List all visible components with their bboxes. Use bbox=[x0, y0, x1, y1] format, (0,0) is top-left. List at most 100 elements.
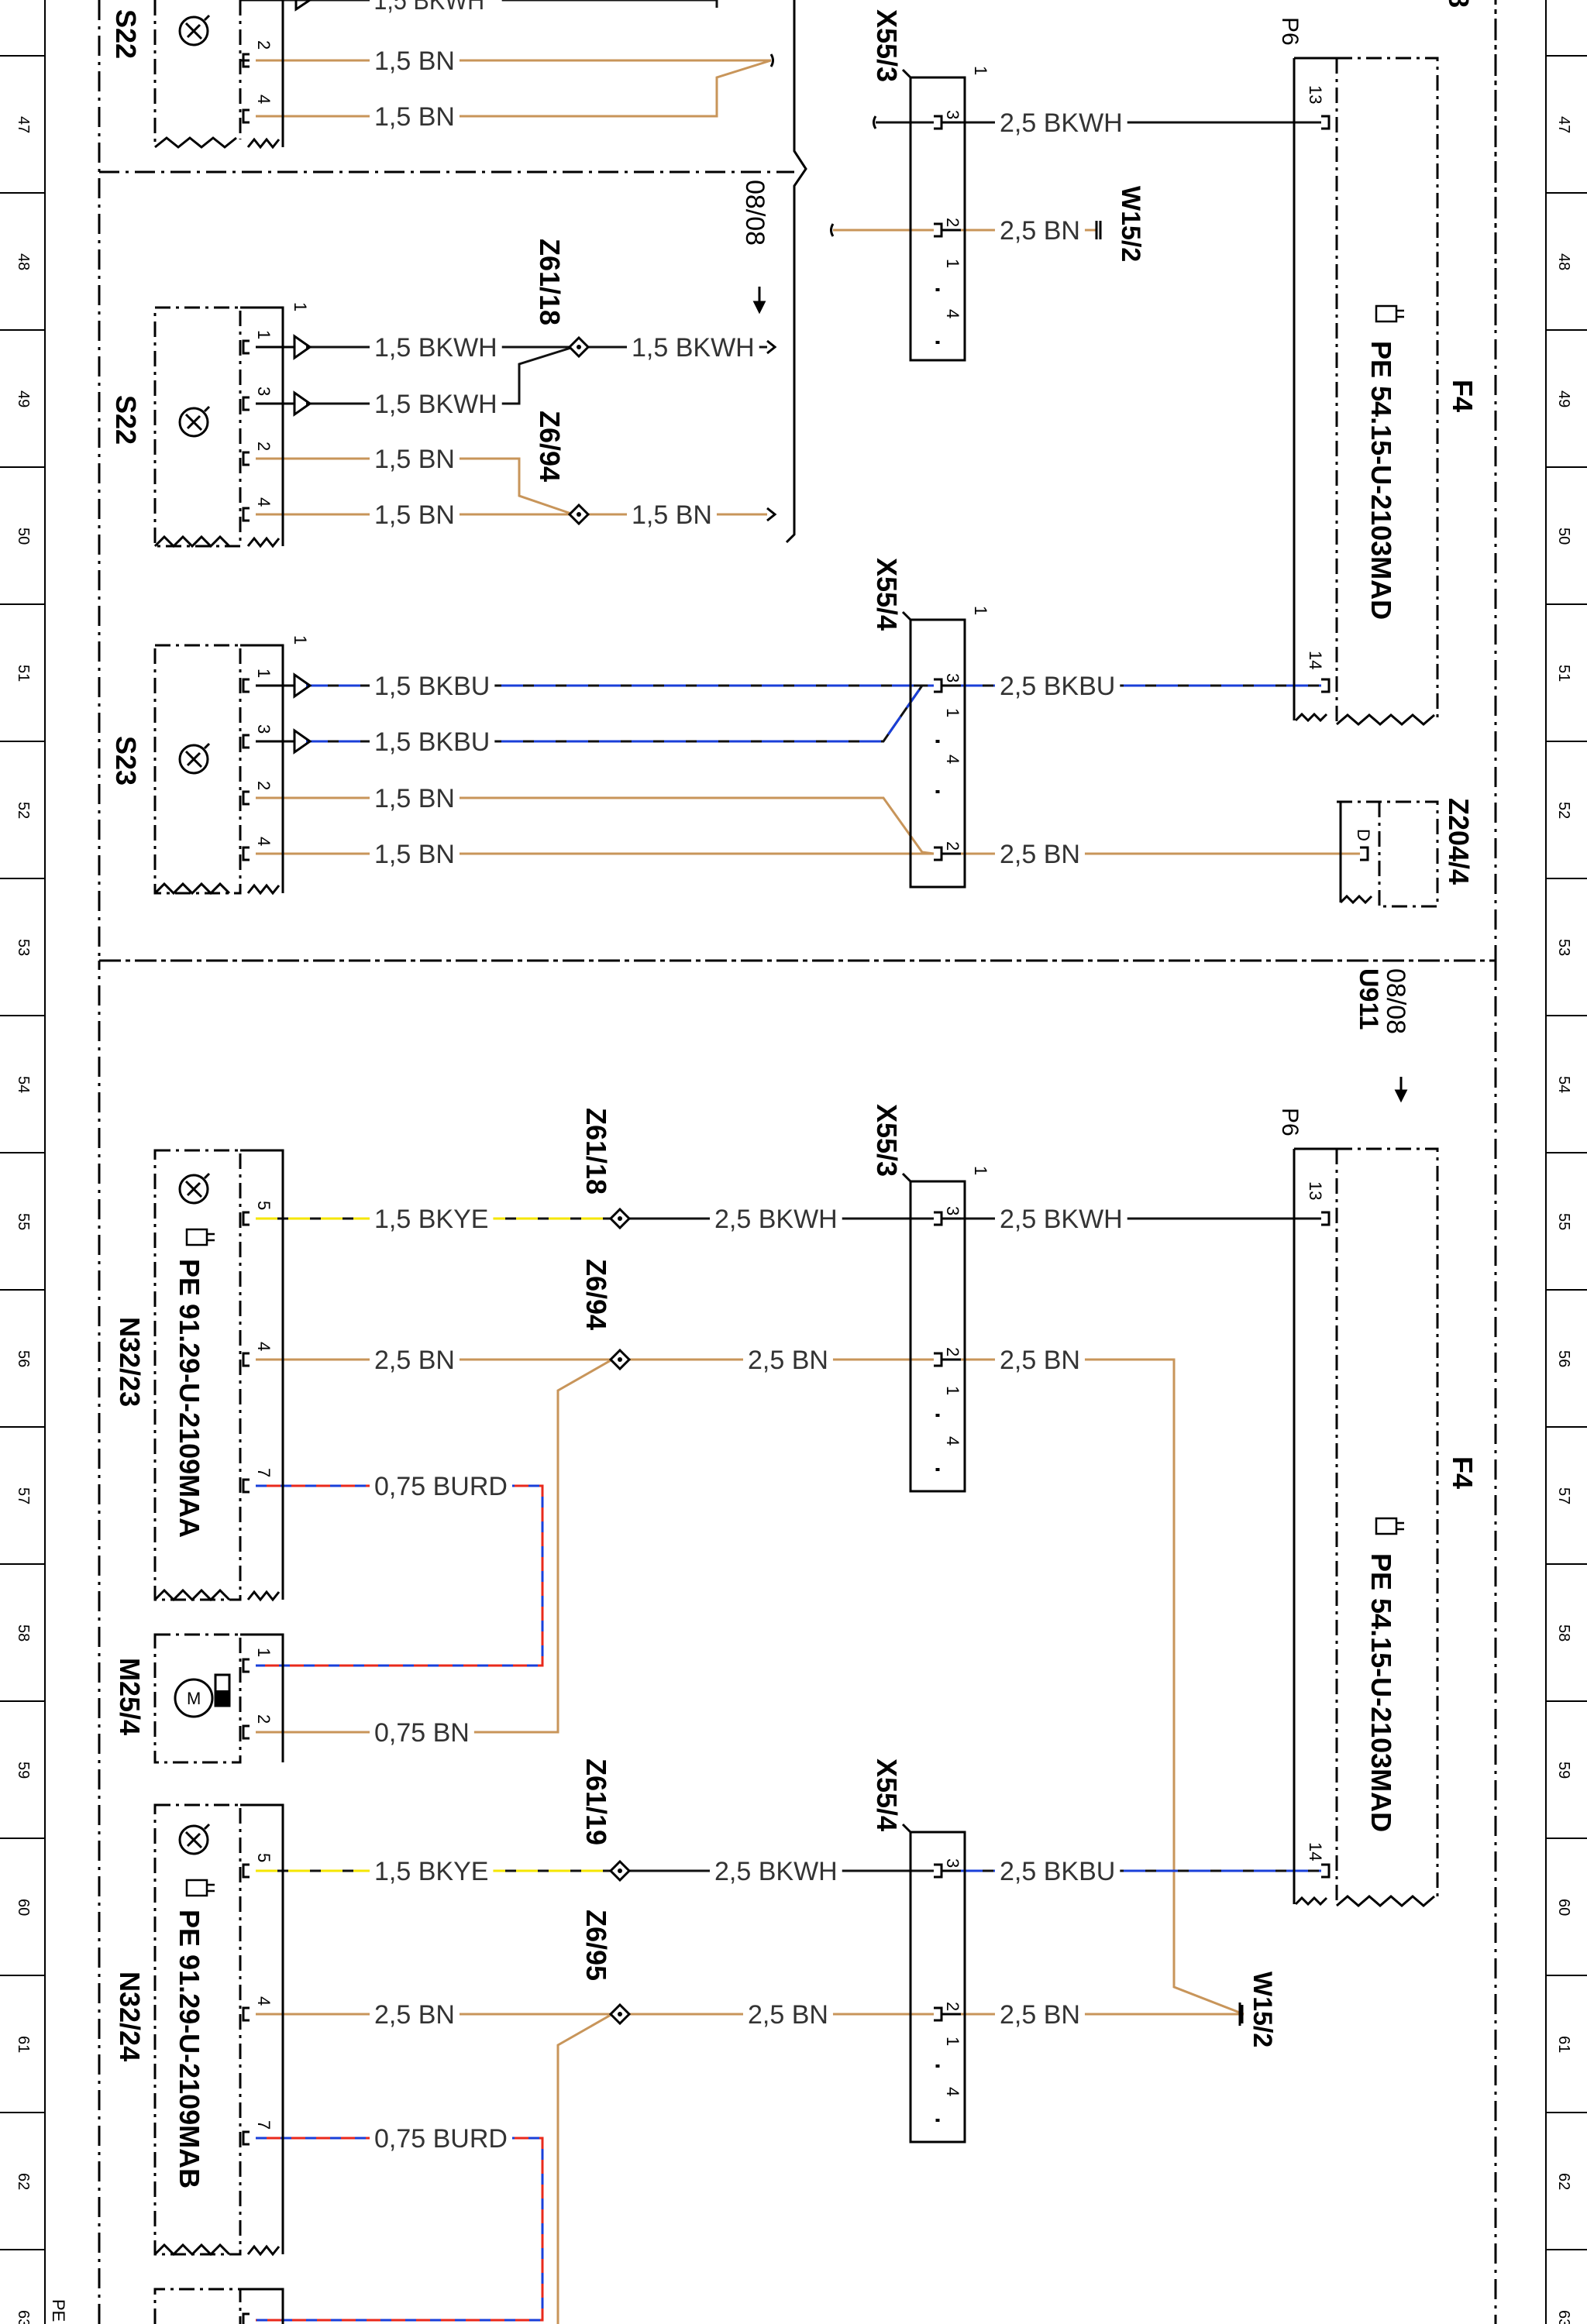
label-s22-top: S22 bbox=[110, 9, 142, 59]
enclosure-frames bbox=[98, 0, 1497, 2324]
wire-n3224-burd-blue bbox=[256, 2137, 544, 2322]
hand-ref-icon bbox=[1375, 1517, 1404, 1535]
ruler-number: 60 bbox=[1555, 1899, 1572, 1916]
label-x55-3-bottom: X55/3 bbox=[871, 1104, 903, 1177]
label-z6-94-bottom: Z6/94 bbox=[580, 1259, 612, 1330]
ruler-number: 63 bbox=[1555, 2310, 1572, 2324]
pin-number: 1 bbox=[971, 606, 990, 615]
label-z6118b-bkwh: 2,5 BKWH bbox=[714, 1205, 838, 1234]
label-08-mid: 08/08 bbox=[740, 180, 769, 246]
label-s22: S22 bbox=[110, 395, 142, 445]
label-z204-4: Z204/4 bbox=[1443, 798, 1475, 885]
wire-s22a-bkwh bbox=[256, 0, 718, 8]
pin-markers bbox=[240, 53, 250, 2324]
label-f4-bottom: F4 bbox=[1447, 1456, 1479, 1489]
label-x553t-bn: 2,5 BN bbox=[1000, 216, 1080, 246]
pin-number: 1 bbox=[943, 259, 962, 268]
label-x554b-bkbu: 2,5 BKBU bbox=[1000, 1857, 1115, 1886]
label-n3224-burd: 0,75 BURD bbox=[374, 2124, 508, 2154]
pin-number: 4 bbox=[254, 497, 274, 507]
pin-number: 1 bbox=[291, 302, 310, 311]
hand-ref-icon bbox=[185, 1879, 215, 1897]
label-u911: U911 bbox=[1354, 968, 1383, 1030]
label-knockouts bbox=[370, 0, 1127, 2152]
ruler-number: 51 bbox=[1555, 665, 1572, 682]
pin-number: 5 bbox=[254, 1853, 274, 1862]
ruler-number: 47 bbox=[15, 116, 32, 133]
ruler-number: 53 bbox=[15, 939, 32, 956]
label-s22b-out-bn: 1,5 BN bbox=[632, 500, 712, 530]
label-f4-bottom-ref: PE 54.15-U-2103MAD bbox=[1365, 1553, 1397, 1832]
ruler-number: 49 bbox=[15, 390, 32, 407]
ruler-number: 53 bbox=[1555, 939, 1572, 956]
wire-n3223-burd-blue bbox=[256, 1484, 544, 1667]
z204-block bbox=[1337, 800, 1439, 908]
pin-number: 13 bbox=[1306, 85, 1325, 104]
ruler-number: 58 bbox=[15, 1624, 32, 1642]
sensor-icon bbox=[178, 405, 211, 438]
label-z694b-bn: 2,5 BN bbox=[748, 1346, 828, 1375]
sensor-icon bbox=[178, 742, 211, 775]
label-x553b-bkwh: 2,5 BKWH bbox=[1000, 1205, 1123, 1234]
ruler-number: 62 bbox=[1555, 2173, 1572, 2190]
ruler-number: 54 bbox=[15, 1076, 32, 1093]
wire-n3224-burd bbox=[256, 2137, 544, 2322]
label-p6-top: P6 bbox=[1277, 17, 1303, 46]
ruler-number: 61 bbox=[15, 2036, 32, 2053]
label-p6-bottom: P6 bbox=[1277, 1108, 1303, 1136]
pin-number: 7 bbox=[254, 1468, 274, 1477]
inline-connectors bbox=[901, 68, 966, 2144]
pin-number: 14 bbox=[1306, 651, 1325, 669]
pin-number: 4 bbox=[943, 755, 962, 764]
component-blocks bbox=[153, 0, 284, 2324]
label-s23-bn2: 1,5 BN bbox=[374, 784, 455, 813]
pin-number: 2 bbox=[254, 781, 274, 790]
ruler-frame bbox=[44, 0, 1547, 2324]
connector-labels: X55/3 X55/4 X55/3 X55/4 W15/2 W15/2 P6 P… bbox=[871, 9, 1303, 2047]
wire-labels: 1,5 BKWH 1,5 BN 1,5 BN 2,5 BKWH 2,5 BN 1… bbox=[374, 0, 1122, 2154]
splice-dots bbox=[577, 345, 622, 2016]
splice-labels: Z61/18 Z6/94 Z61/18 Z6/94 Z61/19 Z6/95 bbox=[534, 239, 612, 1981]
ref-arrows bbox=[752, 287, 1408, 1103]
ruler-number: 47 bbox=[1555, 116, 1572, 133]
ground-terminals bbox=[1099, 221, 1244, 2023]
pin-number: 1 bbox=[254, 1648, 274, 1657]
sheet-ref: PE 5 bbox=[49, 2299, 68, 2324]
label-z61-18-bottom: Z61/18 bbox=[580, 1108, 612, 1195]
pin-number: 2 bbox=[943, 841, 962, 851]
component-labels: S22 S22 S23 N32/23 PE 91.29-U-2109MAA M2… bbox=[110, 0, 1479, 2188]
pin-number: 1 bbox=[971, 66, 990, 75]
pin-number: 3 bbox=[943, 1858, 962, 1868]
pin-number: 5 bbox=[254, 1201, 274, 1210]
pin-number: 4 bbox=[943, 309, 962, 318]
label-f4-top-ref: PE 54.15-U-2103MAD bbox=[1365, 341, 1397, 620]
ruler-number: 56 bbox=[1555, 1350, 1572, 1367]
ruler-number: 55 bbox=[1555, 1213, 1572, 1230]
pin-number: 1 bbox=[291, 635, 310, 645]
pin-number: 2 bbox=[254, 442, 274, 451]
label-n3224-bkye: 1,5 BKYE bbox=[374, 1857, 488, 1886]
label-x554t-bkbu: 2,5 BKBU bbox=[1000, 672, 1115, 701]
ruler-number: 62 bbox=[15, 2173, 32, 2190]
pin-number: 4 bbox=[943, 2087, 962, 2096]
pin-number: 2 bbox=[943, 1347, 962, 1356]
pin-number: 1 bbox=[943, 2037, 962, 2046]
f4-modules bbox=[1293, 57, 1439, 1907]
motor-icon: M bbox=[174, 1673, 231, 1718]
svg-text:M: M bbox=[187, 1689, 201, 1708]
ruler-number: 57 bbox=[15, 1487, 32, 1504]
pin-number: 2 bbox=[254, 40, 274, 50]
wire-n3223-burd bbox=[256, 1484, 544, 1667]
label-8-corner: 8 bbox=[1443, 0, 1475, 8]
wire-s22a-bn4 bbox=[256, 59, 772, 118]
pin-number: 4 bbox=[254, 1342, 274, 1351]
label-w15-2-bottom: W15/2 bbox=[1248, 1972, 1277, 2047]
connector-contacts bbox=[934, 115, 961, 2022]
ruler-number: 49 bbox=[1555, 390, 1572, 407]
ruler-number: 52 bbox=[15, 802, 32, 819]
ruler-number: 57 bbox=[1555, 1487, 1572, 1504]
label-x55-4-top: X55/4 bbox=[871, 558, 903, 631]
label-m254-bn: 0,75 BN bbox=[374, 1718, 470, 1748]
pin-number: 13 bbox=[1306, 1181, 1325, 1200]
